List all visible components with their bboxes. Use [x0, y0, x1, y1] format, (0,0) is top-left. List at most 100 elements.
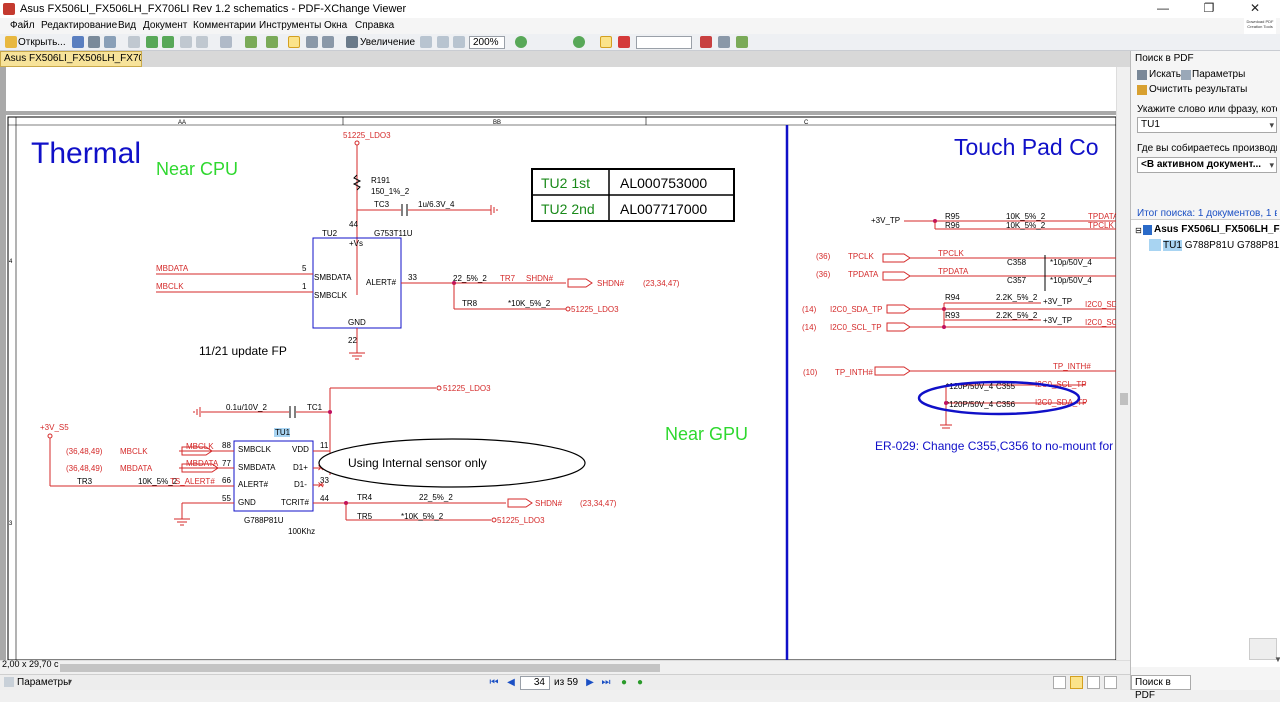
svg-text:I2C0_SDA_TP: I2C0_SDA_TP	[830, 305, 882, 314]
search-results-tree[interactable]: ⊟ Asus FX506LI_FX506LH_FX706 TU1 G788P81…	[1131, 219, 1280, 667]
tools-icon[interactable]	[736, 36, 748, 48]
search-button[interactable]: Искать	[1149, 69, 1181, 80]
svg-text:TP_INTH#: TP_INTH#	[1053, 362, 1091, 371]
svg-text:GND: GND	[238, 498, 256, 507]
svg-text:SHDN#: SHDN#	[597, 279, 625, 288]
vertical-scroll-thumb[interactable]	[1120, 393, 1128, 405]
print-icon[interactable]	[88, 36, 100, 48]
svg-text:I2C0_SD: I2C0_SD	[1085, 300, 1116, 309]
svg-text:(14): (14)	[802, 323, 817, 332]
find-input[interactable]	[636, 36, 692, 49]
facing-view-icon[interactable]	[1087, 676, 1100, 689]
chevron-down-icon[interactable]: ▾	[1269, 120, 1274, 130]
zoom-in-icon[interactable]	[573, 36, 585, 48]
next-page-button[interactable]: ▶	[586, 677, 594, 688]
horizontal-scroll-thumb[interactable]	[60, 664, 660, 672]
zoom-button[interactable]: Увеличение	[360, 37, 416, 48]
params-icon[interactable]	[4, 677, 14, 687]
svg-text:(14): (14)	[802, 305, 817, 314]
maximize-button[interactable]: ❐	[1203, 1, 1215, 15]
zoom-out-icon[interactable]	[515, 36, 527, 48]
search-panel-tab[interactable]: Поиск в PDF	[1131, 675, 1191, 701]
continuous-facing-view-icon[interactable]	[1104, 676, 1117, 689]
refresh-icon[interactable]	[245, 36, 257, 48]
menu-windows[interactable]: Окна	[324, 20, 348, 31]
menu-comments[interactable]: Комментарии	[193, 20, 256, 31]
menu-document[interactable]: Документ	[143, 20, 188, 31]
fit-width-icon[interactable]	[453, 36, 465, 48]
zoom-icon[interactable]	[346, 36, 358, 48]
params-icon[interactable]	[1181, 70, 1191, 80]
svg-text:51225_LDO3: 51225_LDO3	[497, 516, 545, 525]
fit-page-icon[interactable]	[437, 36, 449, 48]
forward-icon[interactable]	[162, 36, 174, 48]
horizontal-scrollbar[interactable]: 2,00 x 29,70 с	[0, 659, 1130, 674]
search-query-input[interactable]: TU1▾	[1137, 117, 1277, 133]
search-scope-select[interactable]: <В активном документ...▾	[1137, 157, 1277, 173]
menu-edit[interactable]: Редактирование	[41, 20, 118, 31]
save-icon[interactable]	[72, 36, 84, 48]
history-forward-icon[interactable]: ●	[636, 677, 644, 688]
page-number-input[interactable]: 34	[520, 676, 550, 690]
document-tab[interactable]: Asus FX506LI_FX506LH_FX70...	[0, 51, 142, 67]
snapshot-icon[interactable]	[322, 36, 334, 48]
svg-text:88: 88	[222, 441, 231, 450]
svg-text:TC3: TC3	[374, 200, 390, 209]
vertical-scrollbar[interactable]	[1116, 67, 1130, 660]
hand-tool-icon[interactable]	[288, 36, 300, 48]
svg-text:51225_LDO3: 51225_LDO3	[343, 131, 391, 140]
menu-view[interactable]: Вид	[118, 20, 137, 31]
menu-tools[interactable]: Инструменты	[259, 20, 322, 31]
actual-size-icon[interactable]	[420, 36, 432, 48]
open-button[interactable]: Открыть...	[18, 37, 66, 48]
svg-text:1: 1	[302, 282, 307, 291]
chevron-down-icon[interactable]: ▾	[1269, 160, 1274, 170]
svg-text:TR7: TR7	[500, 274, 516, 283]
find-icon[interactable]	[700, 36, 712, 48]
sensor-callout	[318, 438, 586, 488]
result-document[interactable]: Asus FX506LI_FX506LH_FX706	[1154, 224, 1280, 235]
menu-file[interactable]: Файл	[10, 20, 35, 31]
single-page-view-icon[interactable]	[1053, 676, 1066, 689]
email-icon[interactable]	[104, 36, 116, 48]
collapse-icon[interactable]: ⊟	[1135, 226, 1142, 235]
open-icon[interactable]	[5, 36, 17, 48]
last-page-button[interactable]: ⏭	[601, 677, 611, 688]
zoom-level-input[interactable]: 200%	[469, 36, 505, 49]
svg-text:R96: R96	[945, 221, 960, 230]
scan-icon[interactable]	[128, 36, 140, 48]
back-icon[interactable]	[146, 36, 158, 48]
select-text-icon[interactable]	[306, 36, 318, 48]
prev-page-button[interactable]: ◀	[507, 677, 515, 688]
search-icon[interactable]	[1137, 70, 1147, 80]
highlight-icon[interactable]	[600, 36, 612, 48]
close-button[interactable]: ✕	[1249, 1, 1261, 15]
pdf-tools-logo[interactable]: Download PDF Creation Tools	[1244, 18, 1276, 34]
rotate-icon[interactable]	[220, 36, 232, 48]
svg-text:33: 33	[408, 273, 417, 282]
find-options-icon[interactable]	[718, 36, 730, 48]
er-change-callout	[917, 380, 1081, 416]
redo-icon[interactable]	[196, 36, 208, 48]
document-viewport[interactable]: AA BB C 4 3 Thermal Near CPU Near GPU To…	[0, 67, 1116, 660]
svg-text:+Vs: +Vs	[349, 239, 363, 248]
search-params-button[interactable]: Параметры	[1192, 69, 1246, 80]
minimize-button[interactable]: —	[1157, 1, 1169, 15]
clear-results-button[interactable]: Очистить результаты	[1149, 84, 1248, 95]
undo-icon[interactable]	[180, 36, 192, 48]
col-label: AA	[178, 120, 186, 126]
svg-text:1u/6.3V_4: 1u/6.3V_4	[418, 200, 455, 209]
svg-text:AL000753000: AL000753000	[620, 175, 707, 191]
history-back-icon[interactable]: ●	[620, 677, 628, 688]
sync-icon[interactable]	[266, 36, 278, 48]
result-hit[interactable]: TU1 G788P81U G788P81U	[1163, 240, 1280, 251]
params-button[interactable]: Параметры	[17, 677, 71, 688]
first-page-button[interactable]: ⏮	[489, 677, 499, 688]
clear-icon[interactable]	[1137, 85, 1147, 95]
markup-icon[interactable]	[618, 36, 630, 48]
svg-text:R191: R191	[371, 176, 391, 185]
chevron-down-icon[interactable]: ▾	[68, 677, 73, 686]
menu-help[interactable]: Справка	[355, 20, 395, 31]
scroll-down-icon[interactable]: ▼	[1274, 655, 1280, 664]
continuous-view-icon[interactable]	[1070, 676, 1083, 689]
